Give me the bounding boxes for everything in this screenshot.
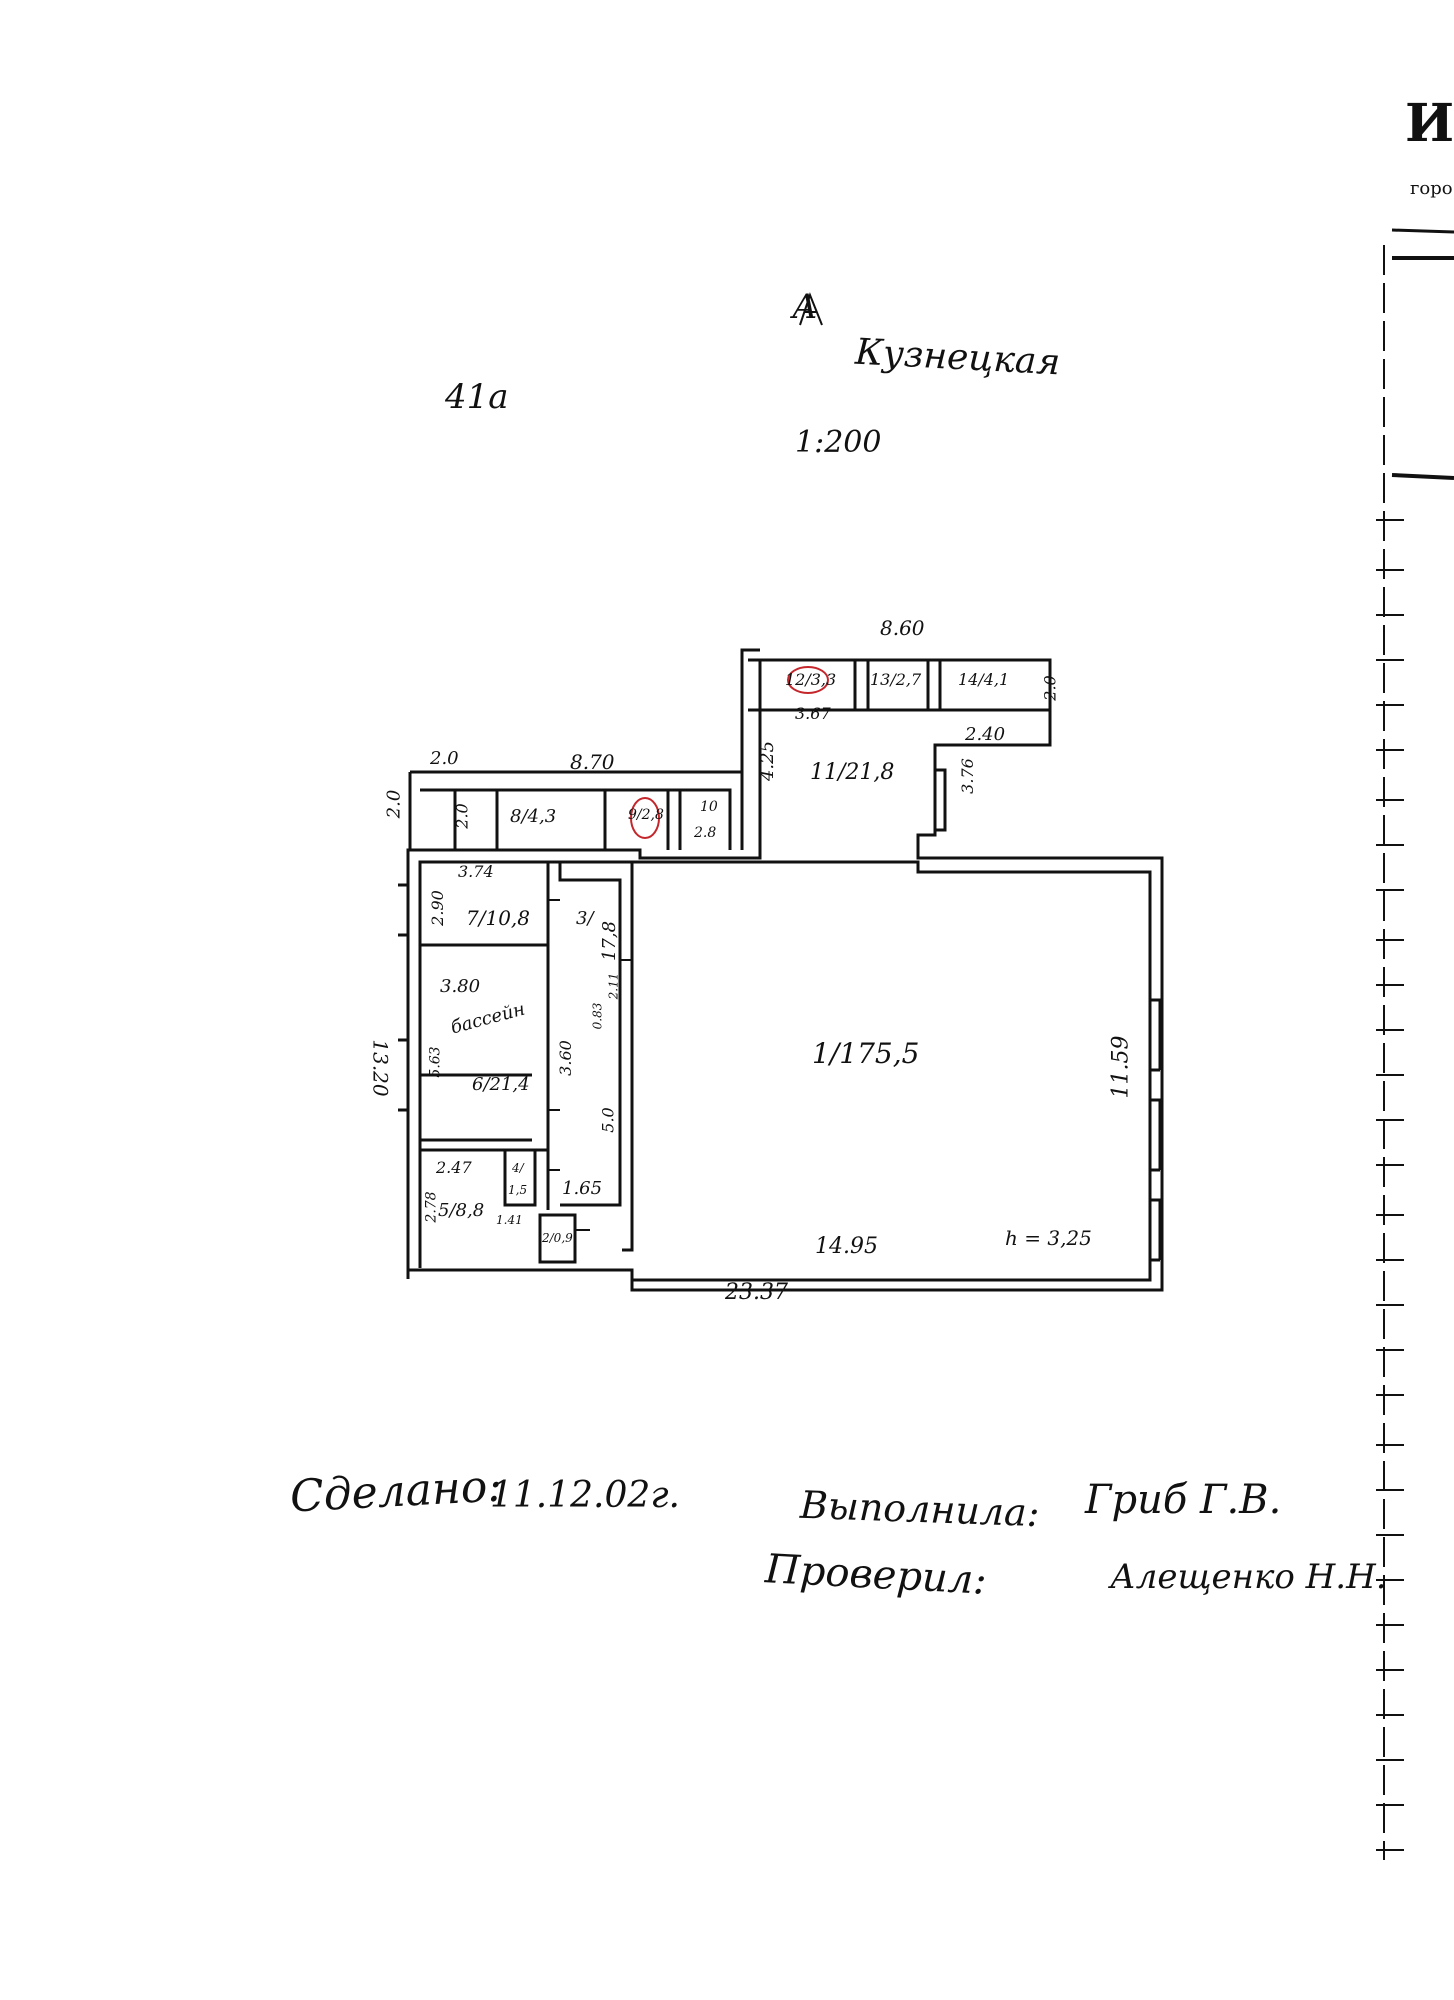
checked-name: Алещенко Н.Н. (1110, 1557, 1387, 1597)
dim-label: 1.41 (496, 1213, 523, 1227)
dim-label: 5.0 (598, 1107, 618, 1133)
room-label: 10 (700, 799, 718, 815)
dim-label: 0.83 (590, 1002, 605, 1030)
room-label: 1/175,5 (812, 1037, 920, 1070)
red-mark-room9 (630, 797, 660, 839)
room-label: 2.8 (694, 825, 717, 841)
dim-label: 14.95 (815, 1234, 878, 1259)
made-date: 11.12.02г. (490, 1475, 680, 1516)
building-number: 41а (445, 377, 509, 417)
red-mark-room12 (787, 666, 829, 694)
dim-label: 11.59 (1108, 1035, 1134, 1099)
room-label: 9/2,8 (628, 807, 664, 823)
room-label: 2/0,9 (542, 1231, 573, 1245)
dim-label: 3.67 (795, 704, 831, 723)
performed-label: Выполнила: (799, 1482, 1041, 1536)
room-label: 1,5 (508, 1183, 528, 1197)
room-label: 4/ (512, 1161, 524, 1175)
dim-label: 2.78 (423, 1191, 440, 1223)
dim-label: 2.47 (436, 1158, 472, 1177)
dim-label: 23.37 (725, 1280, 788, 1305)
checked-label: Проверил: (763, 1546, 988, 1604)
dim-label: 2.0 (452, 803, 472, 829)
room-label: 5/8,8 (438, 1200, 485, 1221)
room-label: 3/ (576, 908, 594, 929)
room-label: 6/21,4 (472, 1074, 530, 1095)
room-label: 13/2,7 (870, 670, 922, 689)
room-label: 11/21,8 (810, 760, 895, 785)
room-label: 12/3,3 (785, 670, 837, 689)
dim-label: 2.0 (383, 789, 405, 819)
ceiling-height: h = 3,25 (1005, 1226, 1092, 1250)
outer-wall (406, 658, 1164, 1292)
dim-label: 2.11 (606, 972, 621, 1000)
street-letter: А (792, 287, 818, 327)
room-label: 17,8 (599, 920, 621, 962)
adjacent-city-fragment: горо (1410, 178, 1453, 199)
dim-label: 2.40 (965, 724, 1006, 745)
room-label: 8/4,3 (510, 806, 557, 827)
dim-label: 13.20 (368, 1039, 393, 1097)
room-label: 7/10,8 (466, 906, 530, 930)
dim-label: 8.70 (570, 750, 615, 774)
dim-label: 3.74 (458, 862, 494, 881)
room-label: 14/4,1 (958, 670, 1010, 689)
adjacent-page-fragment (1376, 228, 1454, 1860)
dim-label: 3.76 (957, 758, 977, 794)
adjacent-title-fragment: И (1405, 93, 1454, 154)
dim-label: 2.0 (1040, 675, 1060, 701)
scale-label: 1:200 (795, 425, 882, 460)
dim-label: 5.63 (427, 1046, 444, 1078)
performed-name: Гриб Г.В. (1085, 1477, 1282, 1523)
dim-label: 8.60 (880, 616, 925, 640)
dim-label: 1.65 (562, 1178, 603, 1199)
dim-label: 3.80 (440, 976, 481, 997)
dim-label: 2.90 (427, 890, 447, 926)
dim-label: 2.0 (430, 748, 459, 769)
dim-label: 3.60 (555, 1040, 575, 1076)
dim-label: 4.25 (757, 740, 779, 782)
made-label: Сделано: (288, 1460, 504, 1523)
